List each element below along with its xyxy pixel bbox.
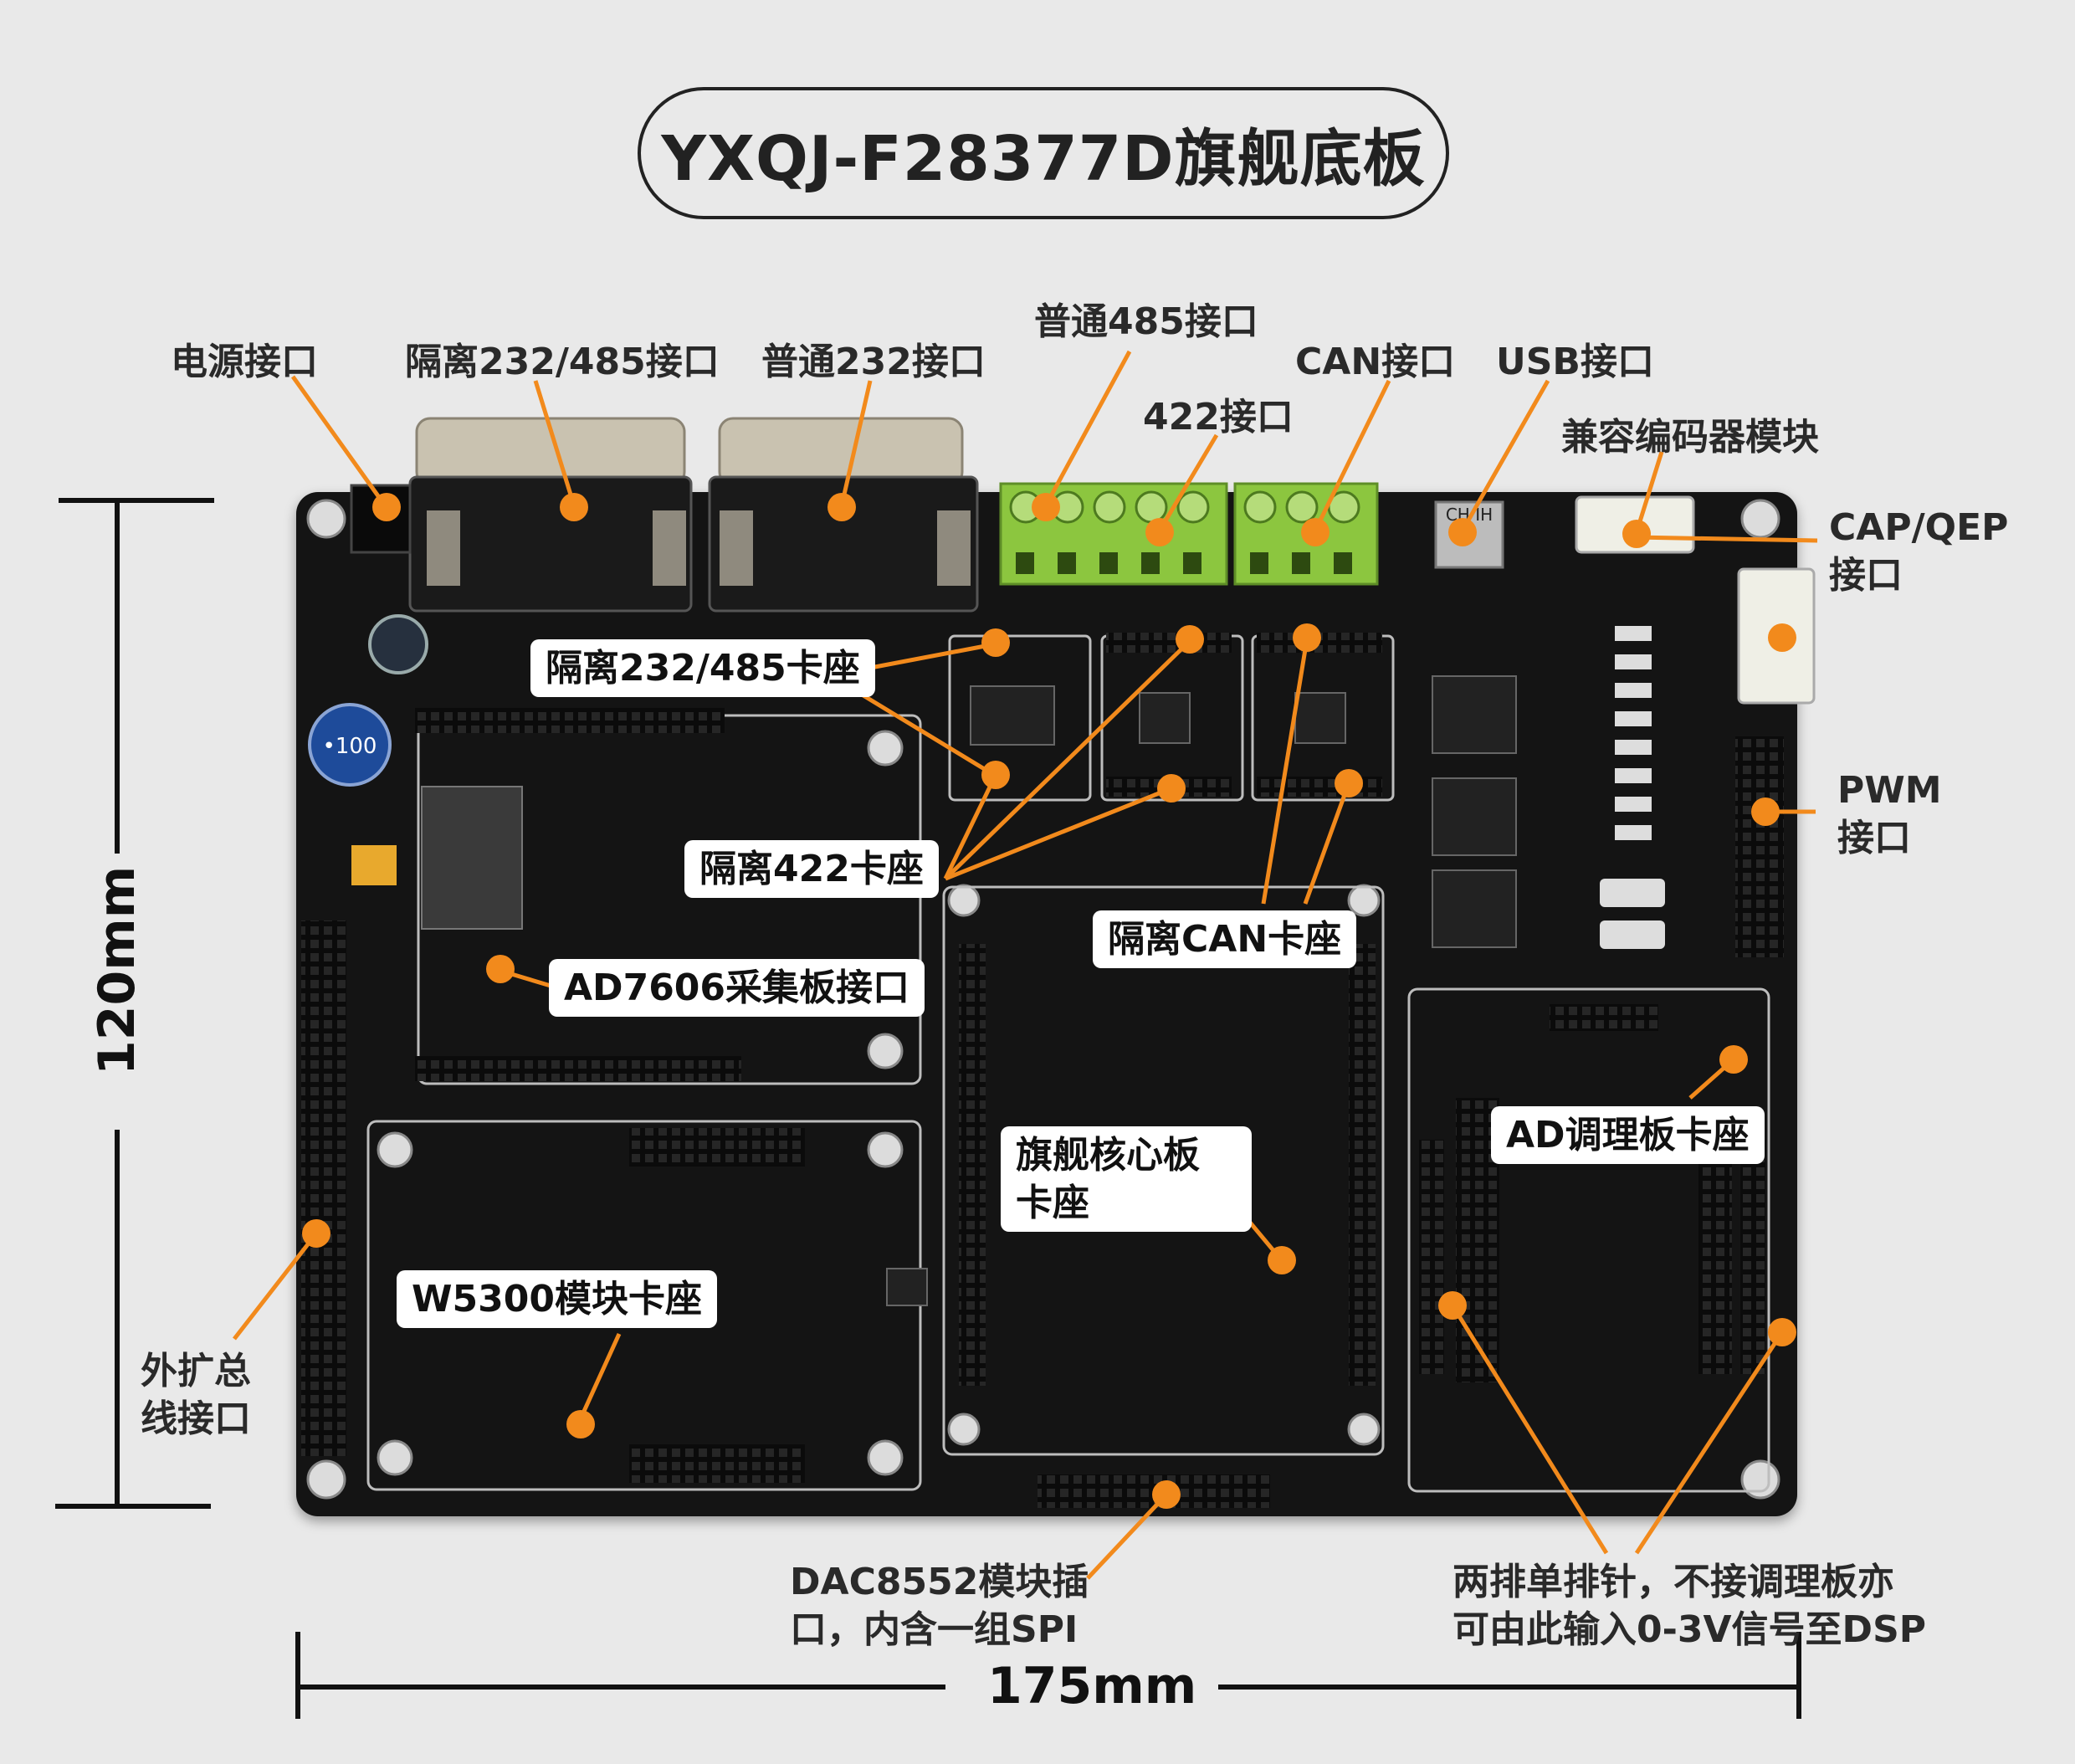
label-normal-485: 普通485接口 — [1034, 300, 1258, 343]
pointer-lines — [233, 350, 1818, 1580]
box-ad7606: AD7606采集板接口 — [549, 959, 925, 1018]
single-row-pins-right — [1740, 1140, 1765, 1374]
single-row-pins-left — [1419, 1140, 1444, 1374]
label-normal-232: 普通232接口 — [761, 341, 986, 383]
dimension-lines — [55, 498, 1801, 1719]
w5300-header-top — [629, 1128, 805, 1167]
isocan-pins-bottom — [1257, 777, 1382, 797]
iso422-pins-top — [1106, 633, 1232, 653]
dimension-width: 175mm — [987, 1657, 1197, 1715]
pwm-header — [1735, 736, 1784, 957]
iso232-socket-outline — [948, 634, 1092, 802]
db9-normal — [708, 417, 979, 613]
label-dac8552: DAC8552模块插 口，内含一组SPI — [790, 1561, 1089, 1652]
capacitor — [368, 614, 428, 674]
ad7606-header-bottom — [415, 1056, 741, 1081]
db9-isolated — [408, 417, 693, 613]
dimension-height: 120mm — [88, 865, 146, 1075]
label-usb: USB接口 — [1496, 341, 1654, 383]
tantalum-capacitor — [351, 845, 397, 885]
leds — [1600, 626, 1665, 949]
label-pwm: PWM 接口 — [1837, 769, 1942, 860]
core-outline — [942, 885, 1385, 1456]
inductor-marking: •100 — [323, 734, 377, 759]
box-iso-422-socket: 隔离422卡座 — [684, 840, 939, 899]
w5300-header-bottom — [629, 1444, 805, 1483]
label-power: 电源接口 — [171, 341, 318, 383]
page-title: YXQJ-F28377D旗舰底板 — [638, 87, 1449, 219]
usb-connector — [1434, 500, 1504, 569]
label-capqep: CAP/QEP 接口 — [1829, 506, 2009, 597]
label-pins: 两排单排针，不接调理板亦 可由此输入0-3V信号至DSP — [1452, 1561, 1927, 1652]
ad7606-header-top — [415, 708, 725, 733]
ics — [886, 675, 1517, 1306]
ad-cond-header-right — [1698, 1140, 1732, 1374]
label-encoder: 兼容编码器模块 — [1561, 416, 1819, 459]
ext-bus-header — [301, 920, 346, 1456]
core-header-right — [1349, 944, 1376, 1386]
inductor — [308, 703, 392, 787]
pointer-dots — [302, 493, 1796, 1509]
regulator — [421, 786, 523, 930]
label-422: 422接口 — [1143, 396, 1294, 438]
box-iso-232-485-socket: 隔离232/485卡座 — [530, 639, 875, 698]
box-ad-cond-socket: AD调理板卡座 — [1491, 1106, 1765, 1165]
label-ext-bus: 外扩总 线接口 — [141, 1350, 251, 1441]
box-iso-can-socket: 隔离CAN卡座 — [1093, 910, 1357, 969]
core-header-left — [959, 944, 986, 1386]
ad-cond-outline — [1407, 987, 1770, 1493]
box-core-socket: 旗舰核心板 卡座 — [1001, 1126, 1252, 1233]
mounting-holes — [306, 499, 1780, 1500]
box-w5300: W5300模块卡座 — [397, 1270, 717, 1329]
pin-headers — [301, 633, 1784, 1508]
ad-cond-header-top — [1550, 1004, 1658, 1031]
label-can: CAN接口 — [1295, 341, 1456, 383]
label-iso-232-485: 隔离232/485接口 — [405, 341, 720, 383]
